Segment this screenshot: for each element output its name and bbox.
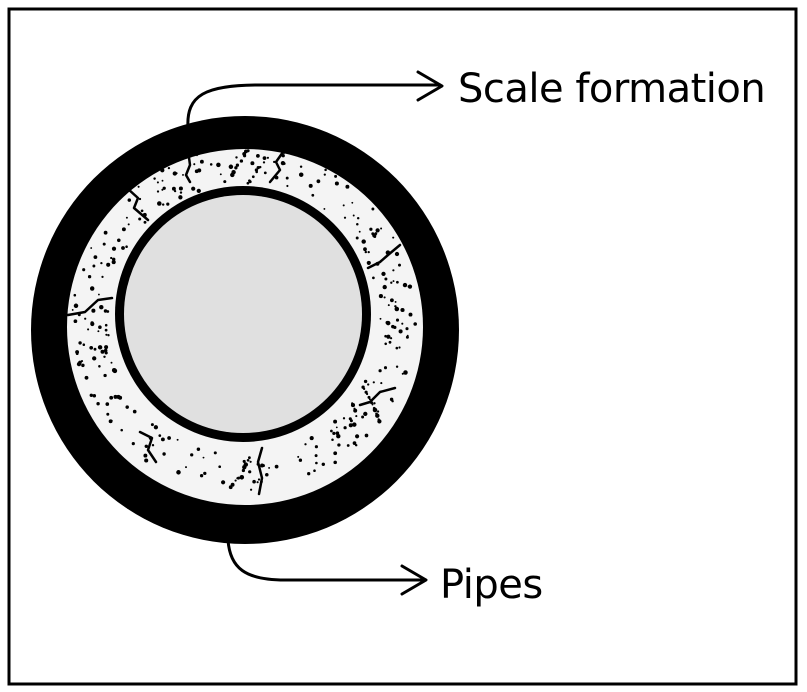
scale-speckles — [71, 149, 417, 491]
scale-leader-arrow — [186, 70, 444, 130]
frame-border — [7, 7, 798, 686]
scale-cracks — [66, 148, 402, 496]
pipes-label: Pipes — [440, 562, 543, 608]
pipes-leader-arrow — [226, 538, 428, 596]
scale-formation-label: Scale formation — [458, 66, 765, 112]
pipe-bore — [124, 195, 362, 433]
